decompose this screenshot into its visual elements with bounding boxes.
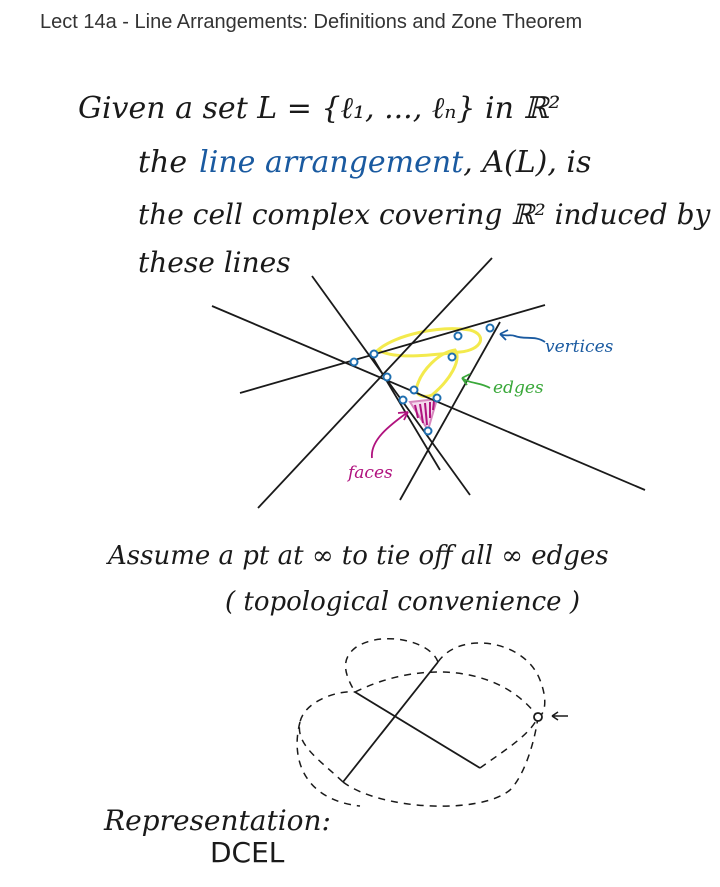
label-vertices: vertices [545, 337, 614, 357]
vertices-arrow [499, 329, 546, 343]
edges-arrow [461, 373, 491, 389]
definition-line-3: the cell complex covering ℝ² induced by [138, 198, 712, 231]
vertex [447, 352, 457, 362]
face-hatching [408, 397, 439, 433]
definition-line-1: Given a set L = {ℓ₁, ..., ℓₙ} in ℝ² [78, 91, 560, 126]
label-faces: faces [346, 463, 393, 483]
dashed-loop-5 [342, 716, 539, 807]
definition-the: the [138, 145, 187, 180]
faces-arrow [371, 411, 409, 459]
vertex [398, 395, 408, 405]
dashed-loop-3 [479, 716, 539, 769]
dcel-text: DCEL [210, 836, 285, 869]
solid-line-2 [354, 691, 481, 769]
highlight-edge-top [375, 327, 483, 358]
assume-text: Assume a pt at ∞ to tie off all ∞ edges [106, 541, 609, 571]
representation-heading: Representation: [103, 804, 331, 837]
vertex [432, 393, 442, 403]
dashed-loop-1 [344, 637, 439, 693]
definition-rest: , A(L), is [463, 145, 591, 180]
definition-line-4: these lines [138, 246, 291, 279]
vertex [349, 357, 359, 367]
label-edges: edges [493, 378, 544, 398]
arrangement-line-5 [399, 321, 501, 501]
arrangement-line-2 [239, 304, 546, 394]
line-arrangement-diagram: vertices edges faces [211, 257, 646, 509]
arrangement-line-3 [311, 275, 471, 496]
vertex [423, 426, 433, 436]
vertex [369, 349, 379, 359]
dashed-loop-6 [354, 671, 539, 718]
vertex [453, 331, 463, 341]
definition-line-2: the line arrangement, A(L), is [138, 145, 591, 180]
dashed-loop-2 [437, 642, 546, 718]
infinity-point [533, 712, 543, 722]
page-title: Lect 14a - Line Arrangements: Definition… [40, 11, 583, 33]
arrangement-line-4 [257, 257, 493, 509]
dashed-outer [296, 721, 361, 807]
vertex [382, 372, 392, 382]
solid-line-1 [342, 661, 439, 783]
term-line-arrangement: line arrangement [199, 145, 464, 180]
infinity-diagram [296, 637, 568, 807]
arrangement-line-1 [211, 305, 646, 491]
vertex [485, 323, 495, 333]
vertex [409, 385, 419, 395]
dashed-loop-4 [298, 691, 356, 783]
convenience-text: ( topological convenience ) [225, 587, 580, 617]
infinity-pointer [551, 711, 568, 721]
